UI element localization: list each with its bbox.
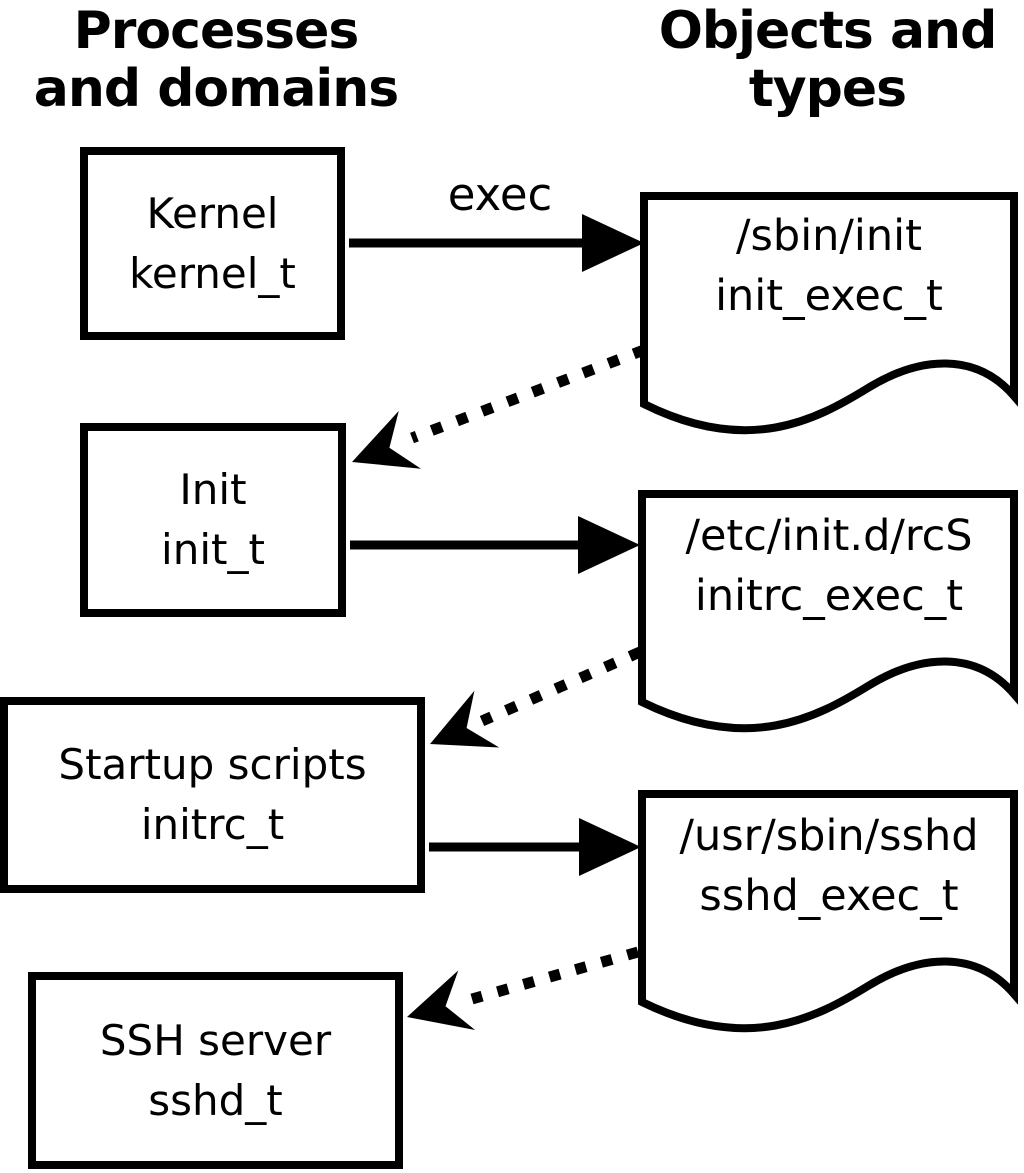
object-label-usr-sbin-sshd: /usr/sbin/sshd sshd_exec_t <box>650 806 1008 926</box>
object-path: /sbin/init <box>736 211 922 261</box>
column-header-processes: Processes and domains <box>33 1 399 120</box>
object-label-sbin-init: /sbin/init init_exec_t <box>650 206 1008 326</box>
process-box-startup-scripts: Startup scripts initrc_t <box>0 697 425 893</box>
object-label-etc-initd-rcs: /etc/init.d/rcS initrc_exec_t <box>650 506 1008 626</box>
document-shape-sbin-init <box>640 192 1018 435</box>
dotted-arrow-sshd-to-sshserver <box>407 946 640 1030</box>
process-box-ssh-server: SSH server sshd_t <box>28 972 403 1169</box>
solid-arrow-startup-to-sshd <box>429 818 641 876</box>
domain-type: initrc_t <box>140 800 285 849</box>
solid-arrow-kernel-to-sbin-init <box>349 214 644 272</box>
process-name: Startup scripts <box>58 740 367 790</box>
dotted-arrow-sbin-init-to-init <box>352 344 646 469</box>
solid-arrow-init-to-rcs <box>350 516 640 574</box>
process-name: SSH server <box>99 1015 332 1065</box>
process-box-init: Init init_t <box>80 423 346 617</box>
process-box-kernel: Kernel kernel_t <box>80 147 345 340</box>
document-shape-etc-initd-rcs <box>638 490 1018 733</box>
object-path: /etc/init.d/rcS <box>685 511 973 561</box>
domain-type: init_t <box>161 525 265 574</box>
object-path: /usr/sbin/sshd <box>679 811 979 861</box>
document-shape-usr-sbin-sshd <box>638 790 1018 1033</box>
process-name: Init <box>179 465 247 515</box>
object-type: init_exec_t <box>715 271 943 321</box>
arrow-label-exec: exec <box>447 168 553 221</box>
domain-type: kernel_t <box>129 248 296 298</box>
column-header-objects: Objects and types <box>658 1 998 120</box>
object-type: initrc_exec_t <box>694 571 964 621</box>
domain-type: sshd_t <box>148 1075 283 1125</box>
dotted-arrow-rcs-to-startup <box>430 646 643 748</box>
object-type: sshd_exec_t <box>699 871 959 921</box>
process-name: Kernel <box>146 188 279 238</box>
